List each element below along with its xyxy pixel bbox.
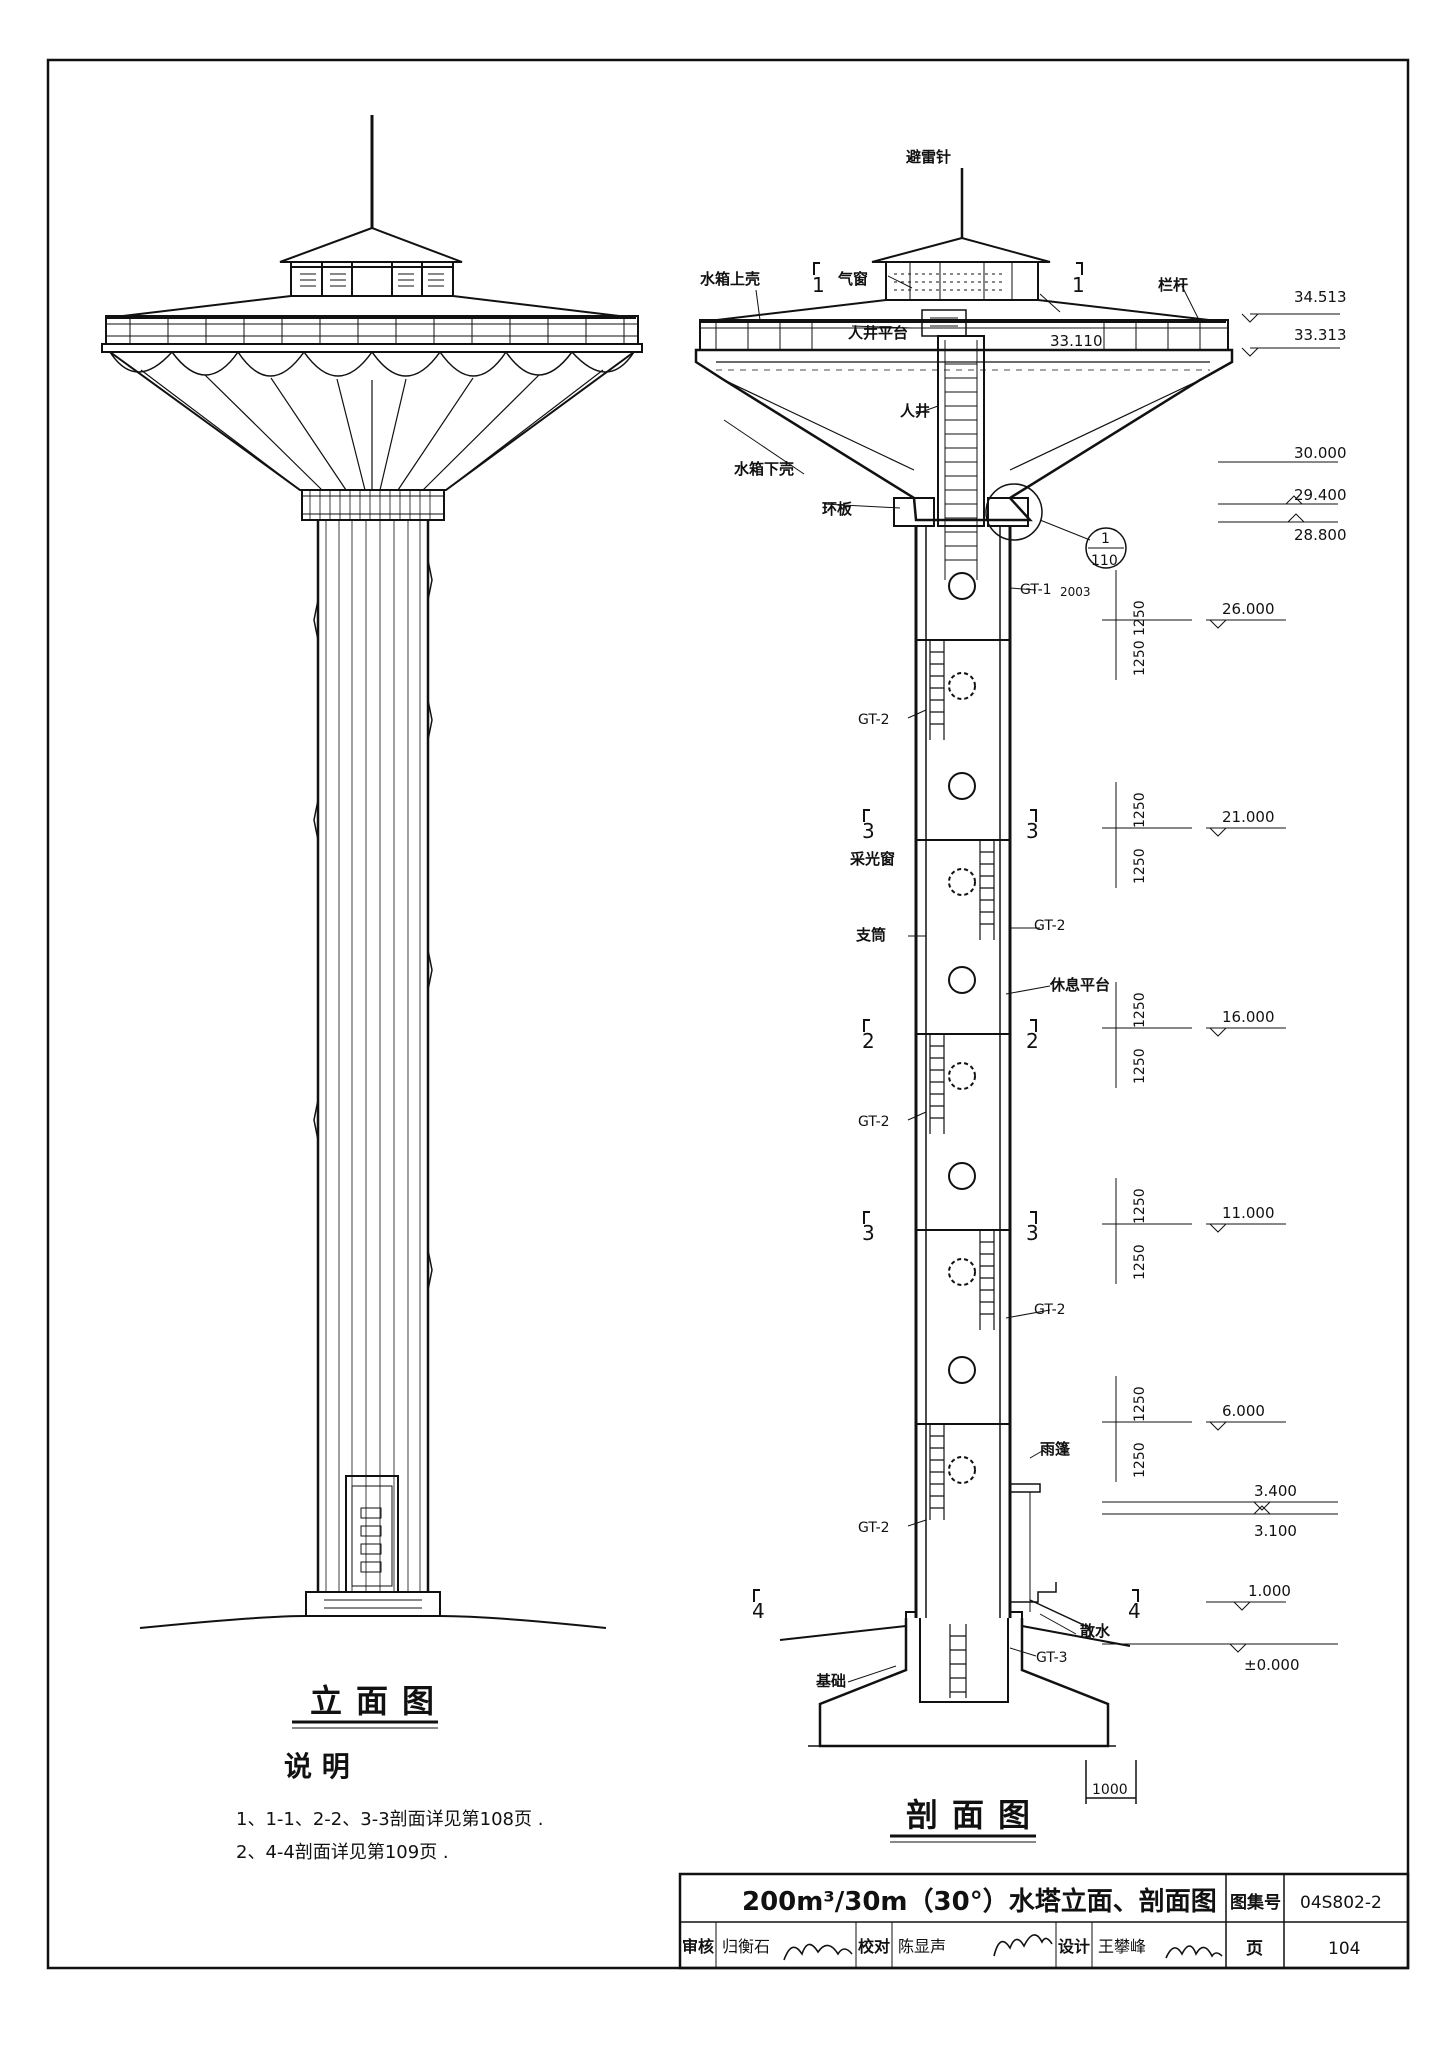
section-drawing (694, 168, 1340, 1804)
dimension-label: 1250 (1132, 1188, 1148, 1224)
label-ring-plate: 环板 (822, 500, 853, 518)
section-mark-2-right: 2 (1026, 1029, 1039, 1053)
elevation-value: ±0.000 (1244, 1656, 1300, 1674)
label-lightning-rod: 避雷针 (906, 148, 951, 166)
dimension-label: 1250 (1132, 792, 1148, 828)
label-gt1: GT-1 (1020, 582, 1052, 598)
elevation-drawing (101, 115, 643, 1629)
section-mark-3-right: 3 (1026, 1221, 1039, 1245)
elevation-value: 34.513 (1294, 288, 1347, 306)
label-gt2: GT-2 (858, 1114, 890, 1130)
elevation-value: 3.100 (1254, 1522, 1297, 1540)
label-apron: 散水 (1080, 1622, 1111, 1640)
section-mark-3-left: 3 (862, 819, 875, 843)
detail-ref-top: 1 (1101, 531, 1110, 547)
scale-bar-label: 1000 (1092, 1782, 1128, 1798)
notes-heading: 说 明 (284, 1750, 350, 1783)
elevation-value: 28.800 (1294, 526, 1347, 544)
section-mark-4-right: 4 (1128, 1599, 1141, 1623)
elevation-title: 立面图 (310, 1682, 448, 1720)
atlas-label: 图集号 (1230, 1892, 1281, 1913)
signature-checker (993, 1934, 1053, 1957)
label-vent-window: 气窗 (837, 270, 868, 288)
elevation-value: 3.400 (1254, 1482, 1297, 1500)
reviewer-name: 归衡石 (722, 1937, 770, 1956)
elevation-value: 33.110 (1050, 332, 1103, 350)
review-label: 审核 (682, 1937, 714, 1956)
sheet-border (46, 58, 1410, 1970)
label-foundation: 基础 (815, 1672, 846, 1690)
notes-item: 1、1-1、2-2、3-3剖面详见第108页 . (236, 1809, 543, 1830)
label-support-tube: 支筒 (855, 926, 886, 944)
atlas-number: 04S802-2 (1300, 1893, 1382, 1913)
elevation-value: 33.313 (1294, 326, 1347, 344)
page-label: 页 (1246, 1939, 1263, 1959)
dimension-label: 1250 (1132, 1244, 1148, 1280)
elevation-value: 26.000 (1222, 600, 1275, 618)
label-lower-shell: 水箱下壳 (734, 460, 794, 478)
notes-item: 2、4-4剖面详见第109页 . (236, 1842, 449, 1863)
elevation-value: 16.000 (1222, 1008, 1275, 1026)
detail-ref-bottom: 110 (1091, 553, 1118, 569)
section-mark-3-left: 3 (862, 1221, 875, 1245)
section-title: 剖面图 (906, 1796, 1044, 1834)
designer-name: 王攀峰 (1098, 1937, 1146, 1956)
label-gt3: GT-3 (1036, 1650, 1068, 1666)
label-gt1-year: 2003 (1060, 585, 1091, 599)
title-block (678, 1872, 1410, 1970)
signature-reviewer (783, 1943, 853, 1961)
label-gt2: GT-2 (1034, 918, 1066, 934)
dimension-label: 1250 (1132, 600, 1148, 636)
design-label: 设计 (1058, 1937, 1090, 1956)
label-light-window: 采光窗 (849, 850, 895, 868)
signature-designer (1165, 1945, 1223, 1959)
dimension-label: 1250 (1132, 640, 1148, 676)
elevation-value: 30.000 (1294, 444, 1347, 462)
label-rest-platform: 休息平台 (1049, 976, 1110, 994)
page-number: 104 (1328, 1939, 1360, 1959)
dimension-label: 1250 (1132, 1442, 1148, 1478)
label-gt2: GT-2 (1034, 1302, 1066, 1318)
label-gt2: GT-2 (858, 1520, 890, 1536)
elevation-value: 11.000 (1222, 1204, 1275, 1222)
label-manhole-platform: 人井平台 (848, 324, 908, 342)
elevation-value: 29.400 (1294, 486, 1347, 504)
dimension-label: 1250 (1132, 1048, 1148, 1084)
elevation-value: 6.000 (1222, 1402, 1265, 1420)
section-mark-1-left: 1 (812, 273, 825, 297)
drawing-title: 200m³/30m（30°）水塔立面、剖面图 (742, 1886, 1217, 1917)
dimension-label: 1250 (1132, 992, 1148, 1028)
dimension-label: 1250 (1132, 1386, 1148, 1422)
section-mark-4-left: 4 (752, 1599, 765, 1623)
dimension-label: 1250 (1132, 848, 1148, 884)
checker-name: 陈显声 (898, 1937, 946, 1956)
section-mark-3-right: 3 (1026, 819, 1039, 843)
elevation-value: 21.000 (1222, 808, 1275, 826)
section-mark-2-left: 2 (862, 1029, 875, 1053)
label-manhole: 人井 (900, 402, 930, 420)
label-railing: 栏杆 (1158, 276, 1188, 294)
elevation-value: 1.000 (1248, 1582, 1291, 1600)
label-upper-shell: 水箱上壳 (700, 270, 760, 288)
section-mark-1-right: 1 (1072, 273, 1085, 297)
label-canopy: 雨篷 (1040, 1440, 1071, 1458)
check-label: 校对 (858, 1937, 890, 1956)
label-gt2: GT-2 (858, 712, 890, 728)
